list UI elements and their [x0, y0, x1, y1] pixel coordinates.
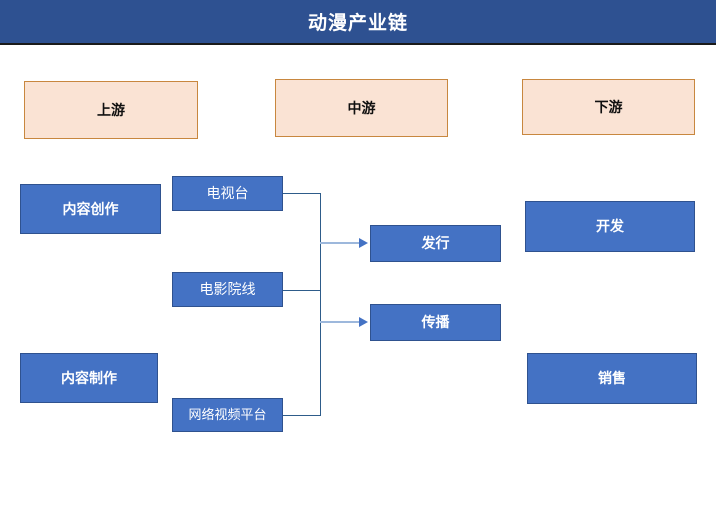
stage-box-downstream: 下游 — [522, 79, 695, 135]
arrow-head-to-dissemination — [359, 317, 368, 327]
node-content-creation[interactable]: 内容创作 — [20, 184, 161, 234]
node-sales[interactable]: 销售 — [527, 353, 697, 404]
stage-box-upstream: 上游 — [24, 81, 198, 139]
arrow-line-to-distribution — [320, 242, 360, 244]
node-label-sales: 销售 — [598, 370, 626, 387]
node-label-development: 开发 — [596, 218, 624, 235]
connector-cinema-to-trunk — [283, 290, 321, 291]
node-cinema-chain[interactable]: 电影院线 — [172, 272, 283, 307]
node-content-production[interactable]: 内容制作 — [20, 353, 158, 403]
connector-platform-to-trunk — [283, 415, 321, 416]
stage-label-upstream: 上游 — [97, 102, 125, 118]
page-title: 动漫产业链 — [307, 13, 408, 34]
arrow-line-to-dissemination — [320, 321, 360, 323]
stage-box-midstream: 中游 — [275, 79, 448, 137]
node-label-content-creation: 内容创作 — [62, 200, 119, 217]
node-label-content-production: 内容制作 — [61, 369, 117, 386]
arrow-head-to-distribution — [359, 238, 368, 248]
node-label-tv-station: 电视台 — [206, 185, 249, 202]
node-tv-station[interactable]: 电视台 — [172, 176, 283, 211]
node-label-online-video-platform: 网络视频平台 — [188, 406, 267, 422]
node-distribution[interactable]: 发行 — [370, 225, 501, 262]
title-bar: 动漫产业链 — [0, 0, 716, 45]
stage-label-midstream: 中游 — [347, 100, 376, 116]
node-label-cinema-chain: 电影院线 — [199, 281, 256, 298]
stage-label-downstream: 下游 — [594, 99, 623, 115]
node-development[interactable]: 开发 — [525, 201, 695, 252]
connector-trunk-vertical — [320, 193, 321, 416]
connector-tv-to-trunk — [283, 193, 321, 194]
node-online-video-platform[interactable]: 网络视频平台 — [172, 398, 283, 432]
node-label-dissemination: 传播 — [421, 314, 450, 331]
node-label-distribution: 发行 — [421, 235, 450, 252]
node-dissemination[interactable]: 传播 — [370, 304, 501, 341]
